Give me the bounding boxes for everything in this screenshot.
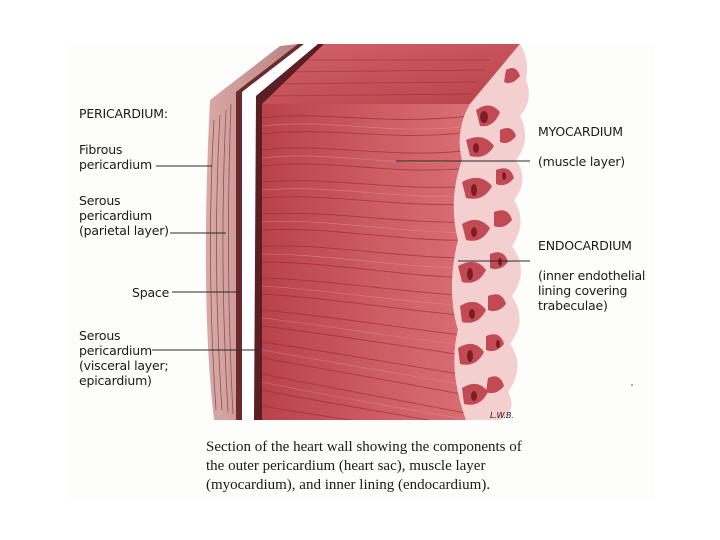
label-space: Space: [132, 285, 170, 300]
label-endocardium-desc: (inner endothelial lining covering trabe…: [538, 268, 646, 313]
caption-line-1: Section of the heart wall showing the co…: [206, 439, 522, 455]
label-endocardium: ENDOCARDIUM: [538, 238, 632, 253]
label-serous-parietal: Serous pericardium (parietal layer): [79, 193, 169, 238]
artist-signature: L.W.B.: [490, 411, 514, 420]
parietal-layer: [236, 44, 318, 420]
visceral-layer: [254, 44, 324, 420]
stray-mark: [631, 384, 633, 386]
fibrous-pericardium-layer: [205, 44, 298, 420]
label-myocardium-desc: (muscle layer): [538, 154, 625, 169]
caption-line-3: (myocardium), and inner lining (endocard…: [206, 477, 491, 493]
label-myocardium: MYOCARDIUM: [538, 124, 623, 139]
leader-lines: [152, 160, 530, 351]
pericardium-heading: PERICARDIUM:: [79, 106, 168, 121]
figure-caption: Section of the heart wall showing the co…: [206, 438, 586, 495]
myocardium-body: [262, 104, 470, 420]
caption-line-2: the outer pericardium (heart sac), muscl…: [206, 458, 486, 474]
label-fibrous-pericardium: Fibrous pericardium: [79, 142, 152, 172]
trabeculae-endocardium: [452, 44, 529, 420]
label-serous-visceral: Serous pericardium (visceral layer; epic…: [79, 328, 169, 388]
